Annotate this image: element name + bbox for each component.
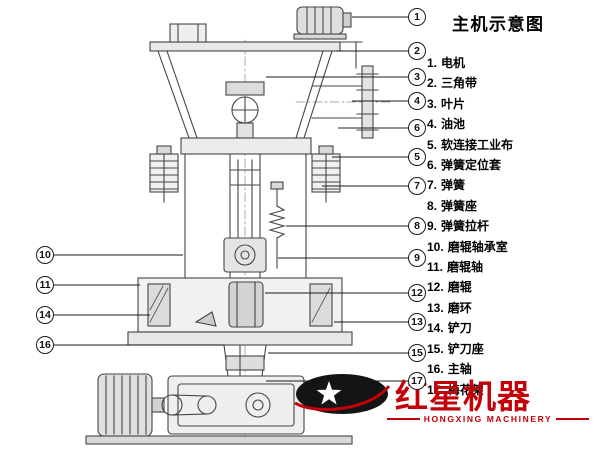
legend-item-number: 16. <box>427 362 444 377</box>
legend-item-label: 磨辊 <box>447 280 472 295</box>
legend-item: 3.叶片 <box>427 94 513 114</box>
legend-item: 9.弹簧拉杆 <box>427 216 513 236</box>
legend-item-number: 7. <box>427 178 438 193</box>
callout-12: 12 <box>408 284 426 302</box>
legend-item: 6.弹簧定位套 <box>427 155 513 175</box>
callout-15: 15 <box>408 344 426 362</box>
legend-item: 16.主轴 <box>427 359 513 379</box>
callout-1: 1 <box>408 8 426 26</box>
callout-2: 2 <box>408 42 426 60</box>
legend-item-number: 17. <box>427 382 444 397</box>
callout-6: 6 <box>408 119 426 137</box>
leader-lines <box>54 16 408 382</box>
legend-item-label: 弹簧拉杆 <box>441 219 490 234</box>
page-title: 主机示意图 <box>452 15 545 34</box>
legend-item-number: 14. <box>427 321 444 336</box>
watermark-brand-en: HONGXING MACHINERY <box>423 414 553 424</box>
hongxing-logo-icon <box>294 374 391 414</box>
legend-item-number: 6. <box>427 158 438 173</box>
legend-item-label: 磨辊轴 <box>447 260 484 275</box>
legend-item: 12.磨辊 <box>427 277 513 297</box>
parts-legend: 1.电机 2.三角带 3.叶片 4.油池 5.软连接工业布 6.弹簧定位套 <box>427 53 513 400</box>
watermark-brand-en-row: HONGXING MACHINERY <box>387 414 590 424</box>
legend-item-number: 1. <box>427 56 438 70</box>
callout-4: 4 <box>408 92 426 110</box>
legend-item-label: 磨辊轴承室 <box>447 239 508 254</box>
legend-item: 4.油池 <box>427 114 513 134</box>
callout-11: 11 <box>36 276 54 294</box>
legend-item: 11.磨辊轴 <box>427 257 513 277</box>
legend-item-label: 磨环 <box>447 300 472 315</box>
legend-item: 14.铲刀 <box>427 318 513 338</box>
legend-item-number: 9. <box>427 219 438 234</box>
legend-item-number: 15. <box>427 341 444 356</box>
legend-item-label: 梅花架 <box>447 382 484 397</box>
legend-item-number: 3. <box>427 96 438 111</box>
legend-item: 2.三角带 <box>427 73 513 93</box>
legend-item-label: 软连接工业布 <box>441 137 514 152</box>
callout-5: 5 <box>408 148 426 166</box>
legend-item: 10.磨辊轴承室 <box>427 237 513 257</box>
legend-item: 8.弹簧座 <box>427 196 513 216</box>
legend-item-number: 2. <box>427 76 438 91</box>
legend-item-label: 铲刀座 <box>447 341 484 356</box>
legend-item-label: 铲刀 <box>447 321 472 336</box>
legend-item-label: 叶片 <box>441 96 466 111</box>
watermark-rule-right <box>556 418 590 420</box>
legend-item-label: 三角带 <box>441 76 478 91</box>
legend-item-number: 5. <box>427 137 438 152</box>
legend-item-number: 10. <box>427 239 444 254</box>
watermark: 红星机器 HONGXING MACHINERY <box>291 369 593 447</box>
legend-item-number: 11. <box>427 260 444 275</box>
legend-item: 15.铲刀座 <box>427 339 513 359</box>
callout-9: 9 <box>408 249 426 267</box>
watermark-rule-left <box>387 418 420 420</box>
legend-item: 5.软连接工业布 <box>427 135 513 155</box>
legend-item-number: 8. <box>427 198 438 213</box>
legend-item-label: 弹簧座 <box>441 198 478 213</box>
callout-13: 13 <box>408 313 426 331</box>
legend-item: 7.弹簧 <box>427 175 513 195</box>
legend-item-label: 电机 <box>441 56 466 70</box>
legend-item: 1.电机 <box>427 53 513 73</box>
legend-item-label: 弹簧定位套 <box>441 158 502 173</box>
callout-8: 8 <box>408 217 426 235</box>
callout-17: 17 <box>408 372 426 390</box>
callout-7: 7 <box>408 177 426 195</box>
legend-item-label: 弹簧 <box>441 178 466 193</box>
legend-item-label: 油池 <box>441 117 466 132</box>
callout-16: 16 <box>36 336 54 354</box>
legend-item-number: 4. <box>427 117 438 132</box>
callout-14: 14 <box>36 306 54 324</box>
legend-item-number: 12. <box>427 280 444 295</box>
legend-item: 17.梅花架 <box>427 380 513 400</box>
legend-item: 13.磨环 <box>427 298 513 318</box>
callout-10: 10 <box>36 246 54 264</box>
legend-item-number: 13. <box>427 300 444 315</box>
legend-item-label: 主轴 <box>447 362 472 377</box>
callout-3: 3 <box>408 68 426 86</box>
